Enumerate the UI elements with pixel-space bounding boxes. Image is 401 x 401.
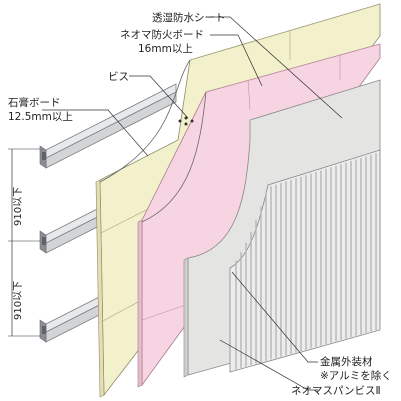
cladding-ribs [235,153,377,370]
dimension-lower: 910以下 [13,281,24,320]
label-metal-cladding-line2: ※アルミを除く [320,369,392,382]
label-panel-screw: ネオマスパンビスⅡ [291,385,381,397]
dimension-lines [8,148,40,337]
label-gypsum-line1: 石膏ボード [8,96,61,109]
label-fire-board-line1: ネオマ防火ボード [120,28,204,41]
label-fire-board-line2: 16mm以上 [138,43,193,55]
leader-lines [42,16,343,391]
screw-marks [178,116,194,126]
label-membrane: 透湿防水シート [152,11,226,24]
metal-cladding [229,149,381,373]
steel-stud-top [39,83,177,169]
label-metal-cladding-line1: 金属外装材 [320,355,373,368]
label-screw: ビス [108,71,129,83]
label-gypsum-line2: 12.5mm以上 [8,111,73,123]
dimension-upper: 910以下 [13,187,24,226]
